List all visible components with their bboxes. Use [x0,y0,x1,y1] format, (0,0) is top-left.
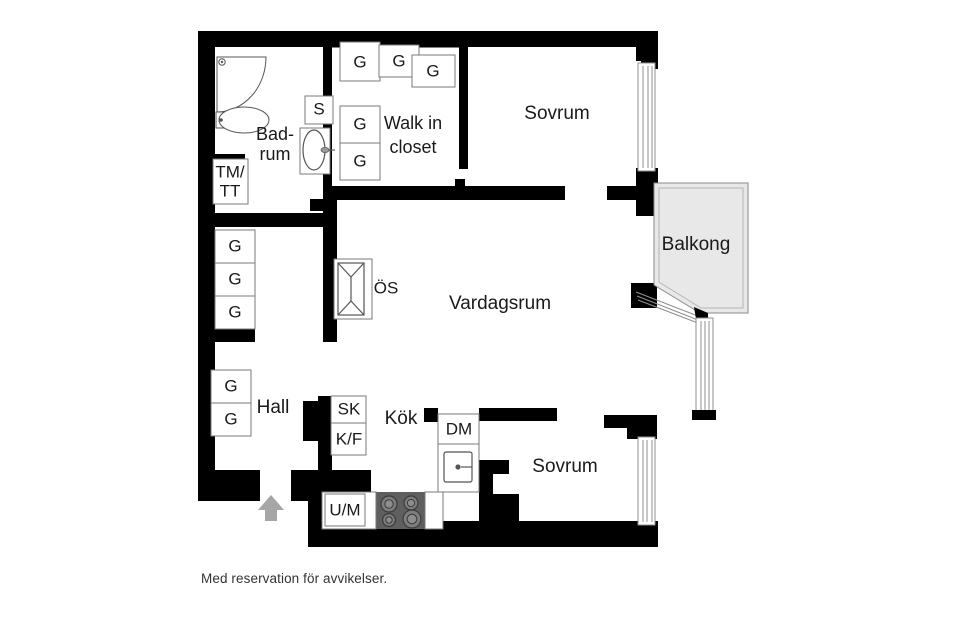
label-dm-box: DM [446,419,472,438]
shower-icon [216,56,267,113]
label-kf-box: K/F [336,429,362,448]
wall-kitchen-bedroom-top [479,408,557,421]
wall-wic-right [459,47,468,169]
label-walkin-line1: Walk in [384,113,442,133]
wall-wic-bottom [323,186,467,200]
wardrobe-os-icon [333,258,373,320]
label-g-wic-top-1: G [392,51,405,70]
room-labels: Bad- rum Walk in closet Sovrum Vardagsru… [256,103,730,477]
kitchen-sink-icon [437,443,480,493]
wall-bathroom-bottom [215,213,323,227]
wall-right-bedroom-stub [604,415,634,428]
label-badrum-line2: rum [260,144,291,164]
label-sovrum-bottom: Sovrum [532,456,597,477]
window-top-right [637,62,656,172]
label-sovrum-top: Sovrum [524,103,589,124]
label-g-hall-2: G [228,269,241,288]
wall-wic-door-jamb [455,179,465,188]
label-tm-tt-line1: TM/ [215,162,245,181]
label-tm-tt-line2: TT [220,181,241,200]
label-g-wic-left-2: G [353,114,366,133]
wall-left-exterior-upper [198,31,215,171]
wall-dm-jamb [424,408,438,422]
label-g-hall-1: G [228,236,241,255]
windows-group [635,62,716,526]
label-os-box: ÖS [374,278,399,297]
wall-left-exterior-lower [198,171,215,501]
label-vardagsrum: Vardagsrum [449,293,551,314]
label-um-box: U/M [329,500,360,519]
entrance-arrow-icon [258,495,284,521]
stove-icon [376,492,425,529]
wall-livingroom-top [467,186,565,200]
label-badrum-line1: Bad- [256,124,294,144]
label-g-hall-4: G [224,376,237,395]
label-g-hall-3: G [228,302,241,321]
label-g-wic-top-2: G [426,61,439,80]
storage-labels: G G G G G S TM/ TT G G G G G ÖS SK K/F U… [215,51,472,519]
label-s-box: S [313,99,324,118]
label-g-wic-left-3: G [353,151,366,170]
disclaimer-caption: Med reservation för avvikelser. [201,571,388,586]
wall-right-upper-b [636,168,658,216]
balcony-inner-rail [658,187,744,309]
label-hall: Hall [257,397,290,418]
wall-entry-left [198,470,260,501]
label-balkong: Balkong [662,234,731,255]
label-g-hall-5: G [224,409,237,428]
wall-hall-kitchen-foot [295,470,331,484]
wall-closet-bank-bottom [215,329,255,342]
wall-livingroom-left-stub [310,199,324,211]
bathroom-sink-icon [299,127,335,175]
bathroom-fixtures [215,56,335,175]
wall-bedroom-left-foot [479,494,519,522]
wall-hall-kitchen-vertical [318,396,332,482]
label-sk-box: SK [338,399,361,418]
wall-window-lower-sill [692,410,716,420]
balcony-slab [653,182,749,314]
balcony-area [653,182,749,314]
label-kok: Kök [385,408,418,429]
wall-right-stub-living [607,186,641,200]
kitchen-counter-right [424,491,444,530]
window-balcony-door [635,291,708,326]
wall-top-exterior [198,31,658,47]
label-walkin-line2: closet [389,137,436,157]
storage-box-outlines [210,41,480,527]
label-g-wic-left-1: G [353,52,366,71]
toilet-icon [215,106,270,134]
